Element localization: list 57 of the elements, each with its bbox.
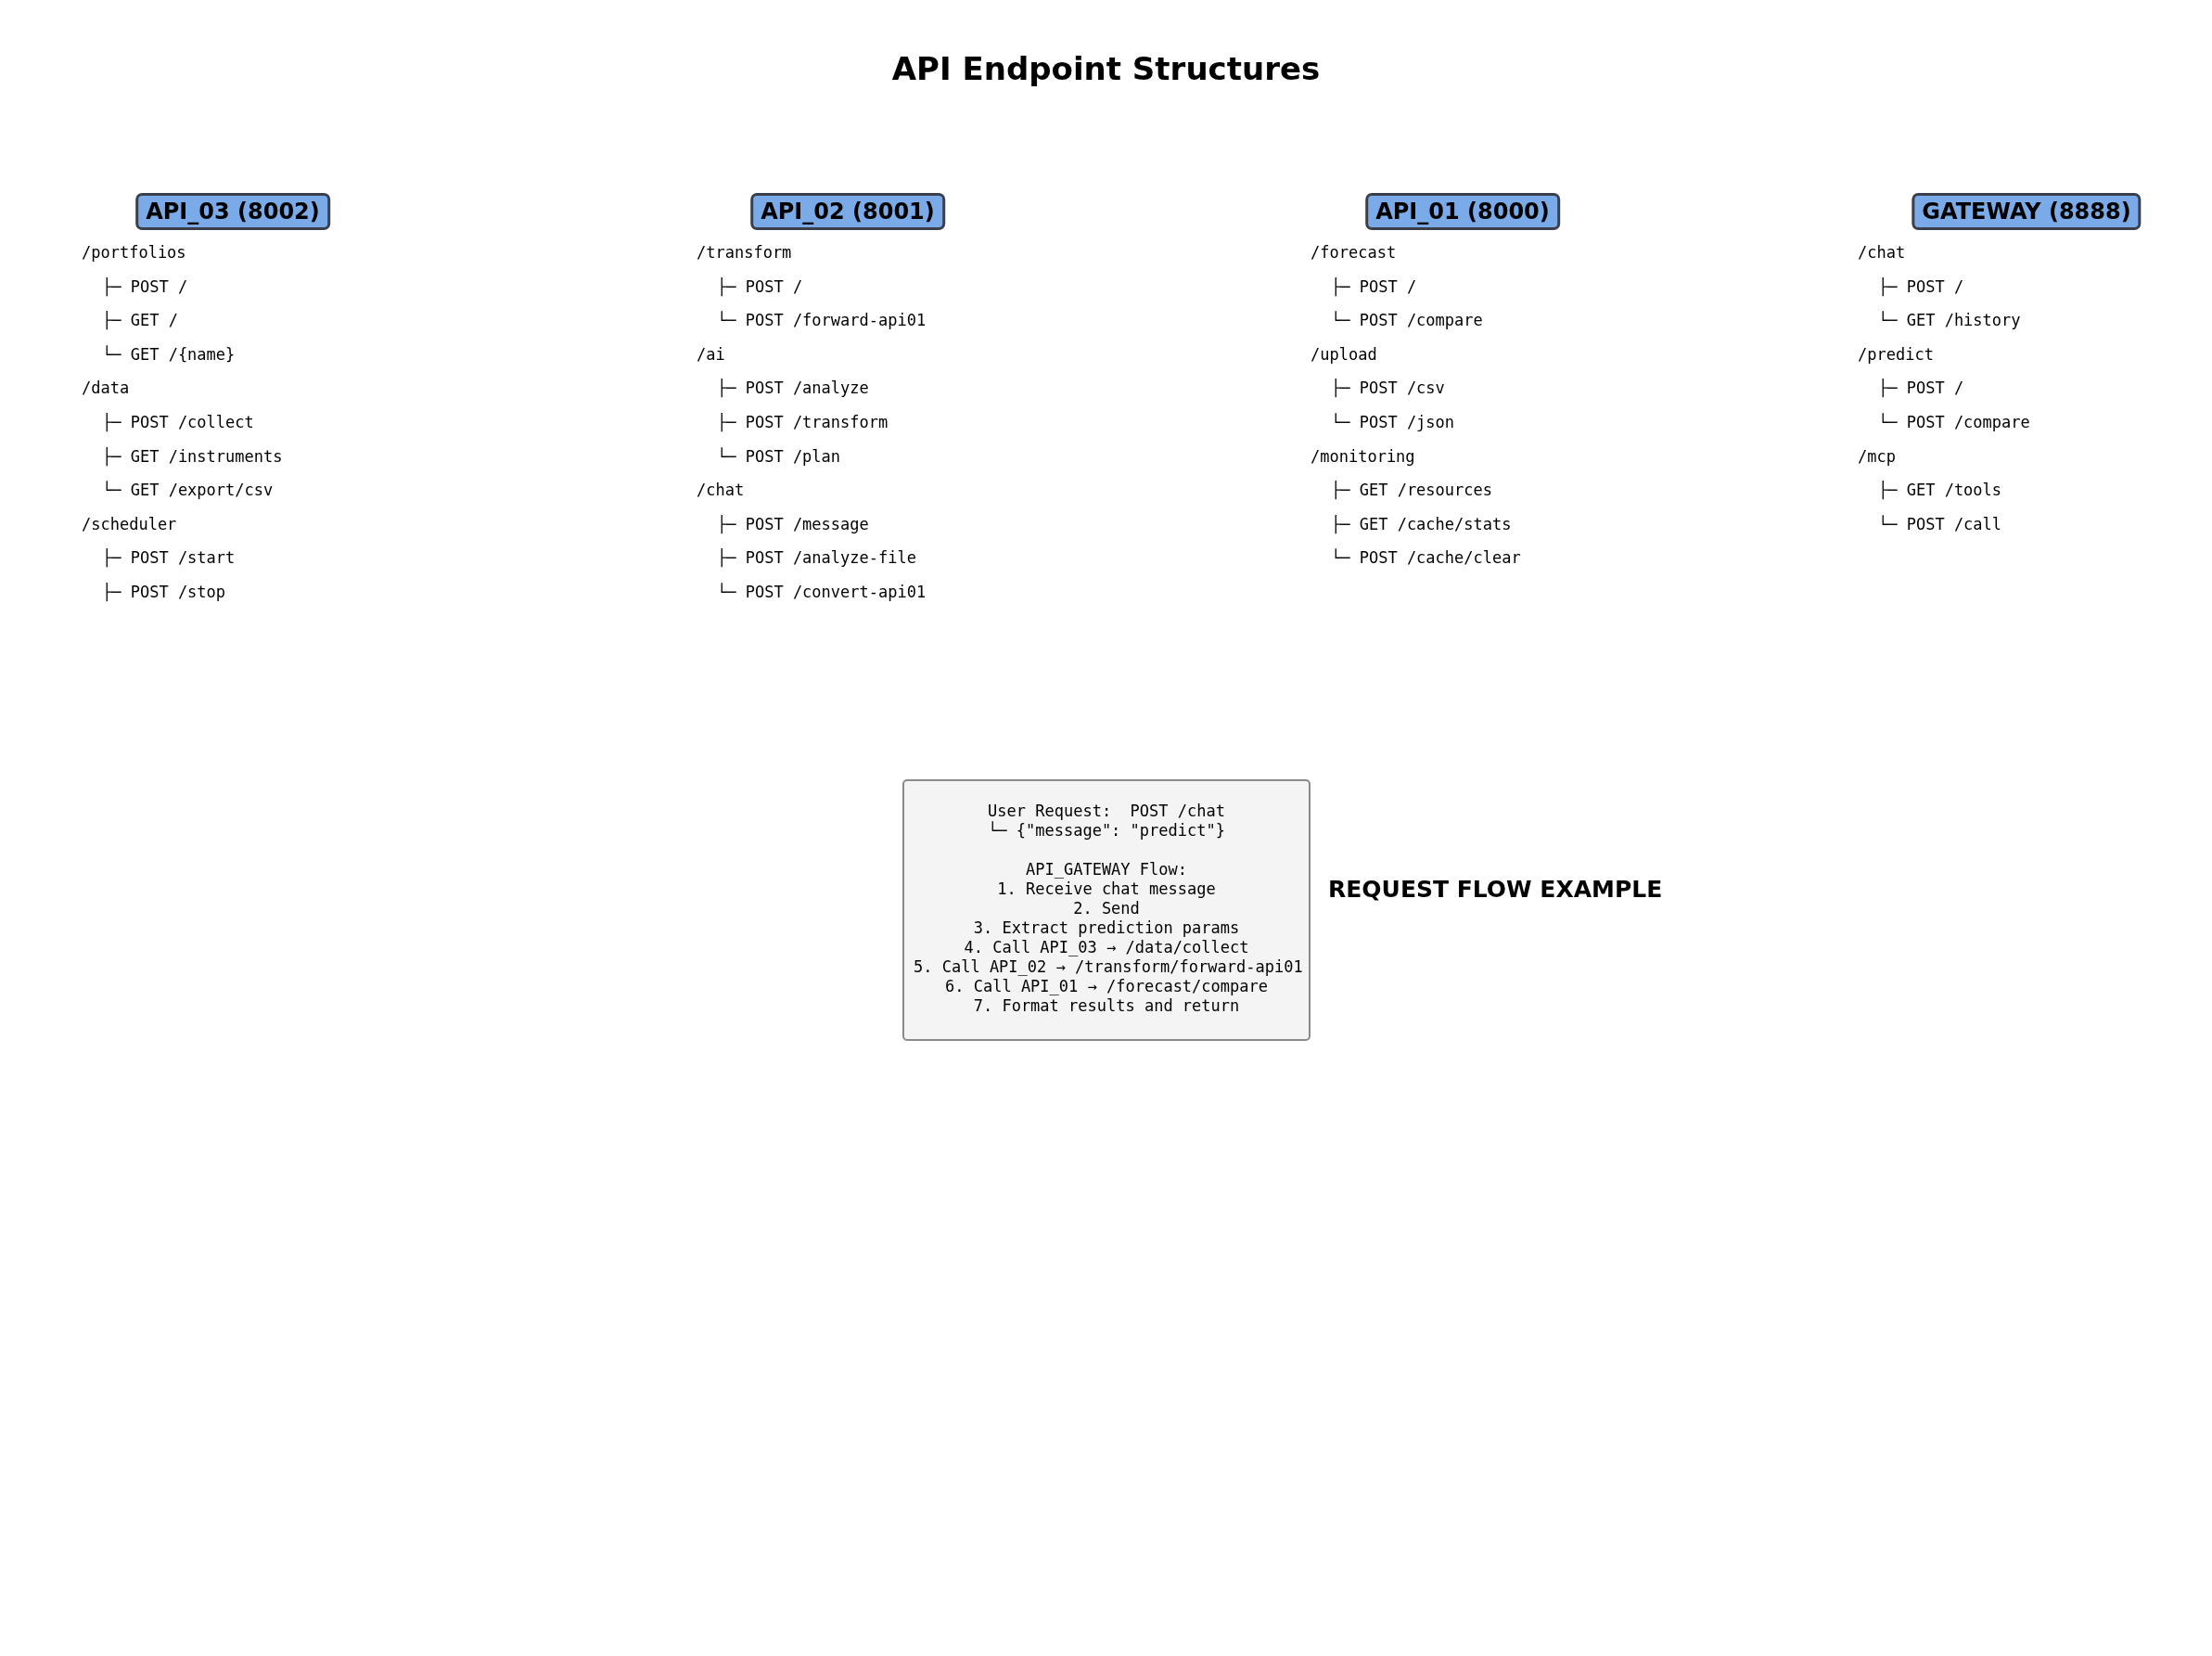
server-label: GATEWAY (8888) <box>1912 193 2142 230</box>
endpoint-text: ├─ POST / <box>717 276 803 296</box>
flow-text: 4. Call API_03 → /data/collect <box>963 938 1250 957</box>
endpoint-text: └─ POST /call <box>1878 514 2002 533</box>
endpoint-text: └─ POST /forward-api01 <box>717 311 927 330</box>
route-path: /upload <box>1311 344 1377 364</box>
flow-text: 6. Call API_01 → /forecast/compare <box>944 977 1269 996</box>
endpoint-text: ├─ POST /stop <box>102 583 226 601</box>
endpoint-text: ├─ POST /transform <box>717 413 889 431</box>
endpoint-text: └─ POST /plan <box>717 446 841 466</box>
route-path: /chat <box>697 481 745 500</box>
endpoint-text: ├─ POST / <box>1878 379 1964 398</box>
endpoint-text: ├─ POST / <box>102 276 188 296</box>
endpoint-text: ├─ POST / <box>1331 276 1417 296</box>
flow-text: 1. Receive chat message <box>996 879 1217 899</box>
server-label: API_02 (8001) <box>750 193 945 230</box>
endpoint-text: ├─ GET /resources <box>1331 481 1492 500</box>
endpoint-text: └─ POST /compare <box>1878 413 2030 431</box>
route-path: /scheduler <box>82 514 177 533</box>
route-path: /monitoring <box>1311 446 1415 466</box>
endpoint-text: └─ POST /compare <box>1331 311 1483 330</box>
endpoint-text: ├─ GET /tools <box>1878 481 2002 500</box>
route-path: /ai <box>697 344 725 364</box>
endpoint-text: ├─ POST /analyze <box>717 379 869 398</box>
route-path: /predict <box>1858 344 1934 364</box>
server-label: API_01 (8000) <box>1365 193 1560 230</box>
endpoint-text: └─ POST /convert-api01 <box>717 583 927 601</box>
endpoint-text: ├─ GET /cache/stats <box>1331 514 1512 533</box>
flow-text: User Request: POST /chat <box>987 802 1226 821</box>
endpoint-text: └─ POST /json <box>1331 413 1455 431</box>
endpoint-text: └─ GET /export/csv <box>102 481 274 500</box>
endpoint-text: ├─ POST /message <box>717 514 869 533</box>
endpoint-text: ├─ POST /collect <box>102 413 254 431</box>
flow-text: API_GATEWAY Flow: <box>1025 860 1188 879</box>
endpoint-text: ├─ GET / <box>102 311 178 330</box>
endpoint-text: ├─ POST /start <box>102 548 236 568</box>
route-path: /transform <box>697 243 792 262</box>
diagram-title: API Endpoint Structures <box>890 50 1322 87</box>
route-path: /mcp <box>1858 446 1896 466</box>
route-path: /data <box>82 379 130 398</box>
route-path: /portfolios <box>82 243 186 262</box>
endpoint-text: ├─ GET /instruments <box>102 446 283 466</box>
endpoint-text: ├─ POST /csv <box>1331 379 1445 398</box>
flow-text: └─ {"message": "predict"} <box>987 821 1226 841</box>
flow-text: 3. Extract prediction params <box>972 918 1241 938</box>
section-heading: REQUEST FLOW EXAMPLE <box>1328 876 1663 903</box>
flow-box <box>902 779 1311 1041</box>
server-label: API_03 (8002) <box>135 193 330 230</box>
route-path: /forecast <box>1311 243 1397 262</box>
endpoint-text: └─ GET /{name} <box>102 344 236 364</box>
endpoint-text: ├─ POST / <box>1878 276 1964 296</box>
endpoint-text: └─ GET /history <box>1878 311 2021 330</box>
endpoint-text: └─ POST /cache/clear <box>1331 548 1521 568</box>
flow-text: 7. Format results and return <box>972 996 1241 1016</box>
flow-text: 2. Send <box>1072 899 1141 918</box>
endpoint-text: ├─ POST /analyze-file <box>717 548 916 568</box>
route-path: /chat <box>1858 243 1906 262</box>
